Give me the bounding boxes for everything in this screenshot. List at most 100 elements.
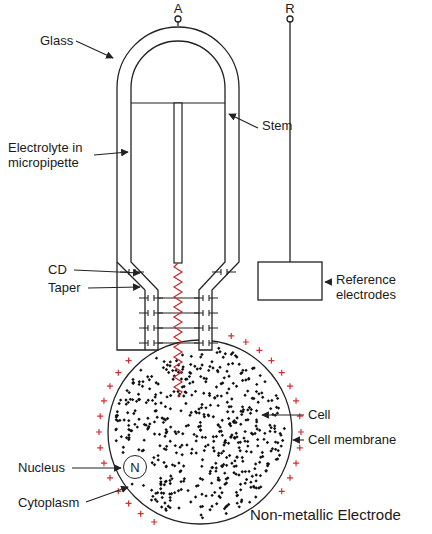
cytoplasm-dot [264, 469, 267, 472]
leader-arrows [72, 41, 332, 502]
cytoplasm-dot [131, 398, 134, 401]
cytoplasm-dot [263, 380, 266, 383]
cytoplasm-dot [207, 369, 210, 372]
cytoplasm-dot [199, 513, 202, 516]
cytoplasm-dot [127, 433, 130, 436]
terminals [175, 16, 322, 300]
cytoplasm-dot [225, 391, 228, 394]
cytoplasm-dot [210, 505, 213, 508]
cytoplasm-dot [278, 432, 281, 435]
cytoplasm-dot [212, 446, 215, 449]
cytoplasm-dot [194, 390, 197, 393]
cytoplasm-dot [273, 430, 276, 433]
cytoplasm-dot [226, 400, 229, 403]
cytoplasm-dot [227, 442, 230, 445]
cytoplasm-dot [264, 469, 267, 472]
cytoplasm-dot [214, 462, 217, 465]
cell [108, 340, 292, 524]
cytoplasm-dot [240, 413, 243, 416]
cytoplasm-dot [169, 407, 172, 410]
positive-charge [279, 488, 285, 494]
cytoplasm-dot [283, 427, 286, 430]
cytoplasm-dot [220, 464, 223, 467]
cytoplasm-dot [194, 439, 197, 442]
cytoplasm-dot [186, 489, 189, 492]
cytoplasm-dot [249, 486, 252, 489]
cytoplasm-dot [259, 474, 262, 477]
cytoplasm-dot [153, 395, 156, 398]
cytoplasm-dot [196, 484, 199, 487]
positive-charge [293, 460, 299, 466]
cytoplasm-dot [151, 495, 154, 498]
cytoplasm-dot [188, 375, 191, 378]
cytoplasm-dot [213, 396, 216, 399]
cytoplasm-dot [218, 350, 221, 353]
cell-membrane [108, 340, 292, 524]
cytoplasm-dot [166, 363, 169, 366]
cytoplasm-dot [267, 399, 270, 402]
cytoplasm-dot [142, 484, 145, 487]
membrane-charges [96, 333, 304, 525]
cytoplasm-dot [132, 412, 135, 415]
cytoplasm-dot [221, 465, 224, 468]
cytoplasm-dot [241, 369, 244, 372]
cytoplasm-dot [216, 478, 219, 481]
cytoplasm-dot [263, 432, 266, 435]
cytoplasm-dot [159, 477, 162, 480]
cytoplasm-dot [164, 465, 167, 468]
cytoplasm-dot [181, 365, 184, 368]
cytoplasm-dot [169, 499, 172, 502]
cytoplasm-dot [156, 382, 159, 385]
positive-charge [287, 475, 293, 481]
positive-charge [115, 370, 121, 376]
part-label: Cytoplasm [18, 495, 79, 510]
cytoplasm-dot [255, 409, 258, 412]
part-label: Electrolyte in micropipette [8, 140, 94, 170]
cytoplasm-dot [192, 433, 195, 436]
cytoplasm-dot [199, 424, 202, 427]
cytoplasm-dot [244, 418, 247, 421]
cytoplasm-dot [155, 416, 158, 419]
cytoplasm-dot [237, 363, 240, 366]
cytoplasm-dot [227, 417, 230, 420]
cytoplasm-dot [212, 449, 215, 452]
cytoplasm-dot [254, 479, 257, 482]
cytoplasm-dot [187, 424, 190, 427]
cytoplasm-dot [252, 486, 255, 489]
cytoplasm-dot [127, 438, 130, 441]
cytoplasm-dot [232, 420, 235, 423]
cytoplasm-dot [168, 506, 171, 509]
cytoplasm-dot [155, 356, 158, 359]
positive-charge [256, 347, 262, 353]
cytoplasm-dot [147, 425, 150, 428]
cytoplasm-dot [136, 425, 139, 428]
cytoplasm-dot [253, 467, 256, 470]
cytoplasm-dot [199, 421, 202, 424]
caption: Non-metallic Electrode [250, 506, 401, 523]
cytoplasm-dot [181, 432, 184, 435]
capacitor-mark [194, 295, 218, 301]
positive-charge [101, 460, 107, 466]
cytoplasm-dot [216, 370, 219, 373]
cytoplasm-dot [274, 440, 277, 443]
cytoplasm-dot [246, 389, 249, 392]
cytoplasm-dot [200, 403, 203, 406]
cytoplasm-dot [253, 432, 256, 435]
cytoplasm-dot [126, 411, 129, 414]
cytoplasm-dot [268, 430, 271, 433]
cytoplasm-dot [257, 401, 260, 404]
cytoplasm-dot [195, 451, 198, 454]
cytoplasm-dot [215, 435, 218, 438]
positive-charge [297, 413, 303, 419]
cytoplasm-dot [174, 444, 177, 447]
cytoplasm-dot [208, 365, 211, 368]
cytoplasm-dot [222, 443, 225, 446]
cytoplasm-dot [179, 469, 182, 472]
cytoplasm-dot [215, 502, 218, 505]
positive-charge [268, 358, 274, 364]
cytoplasm-dot [165, 368, 168, 371]
cytoplasm-dot [159, 401, 162, 404]
cytoplasm-dot [210, 481, 213, 484]
cytoplasm-dot [215, 385, 218, 388]
cytoplasm-dot [153, 432, 156, 435]
